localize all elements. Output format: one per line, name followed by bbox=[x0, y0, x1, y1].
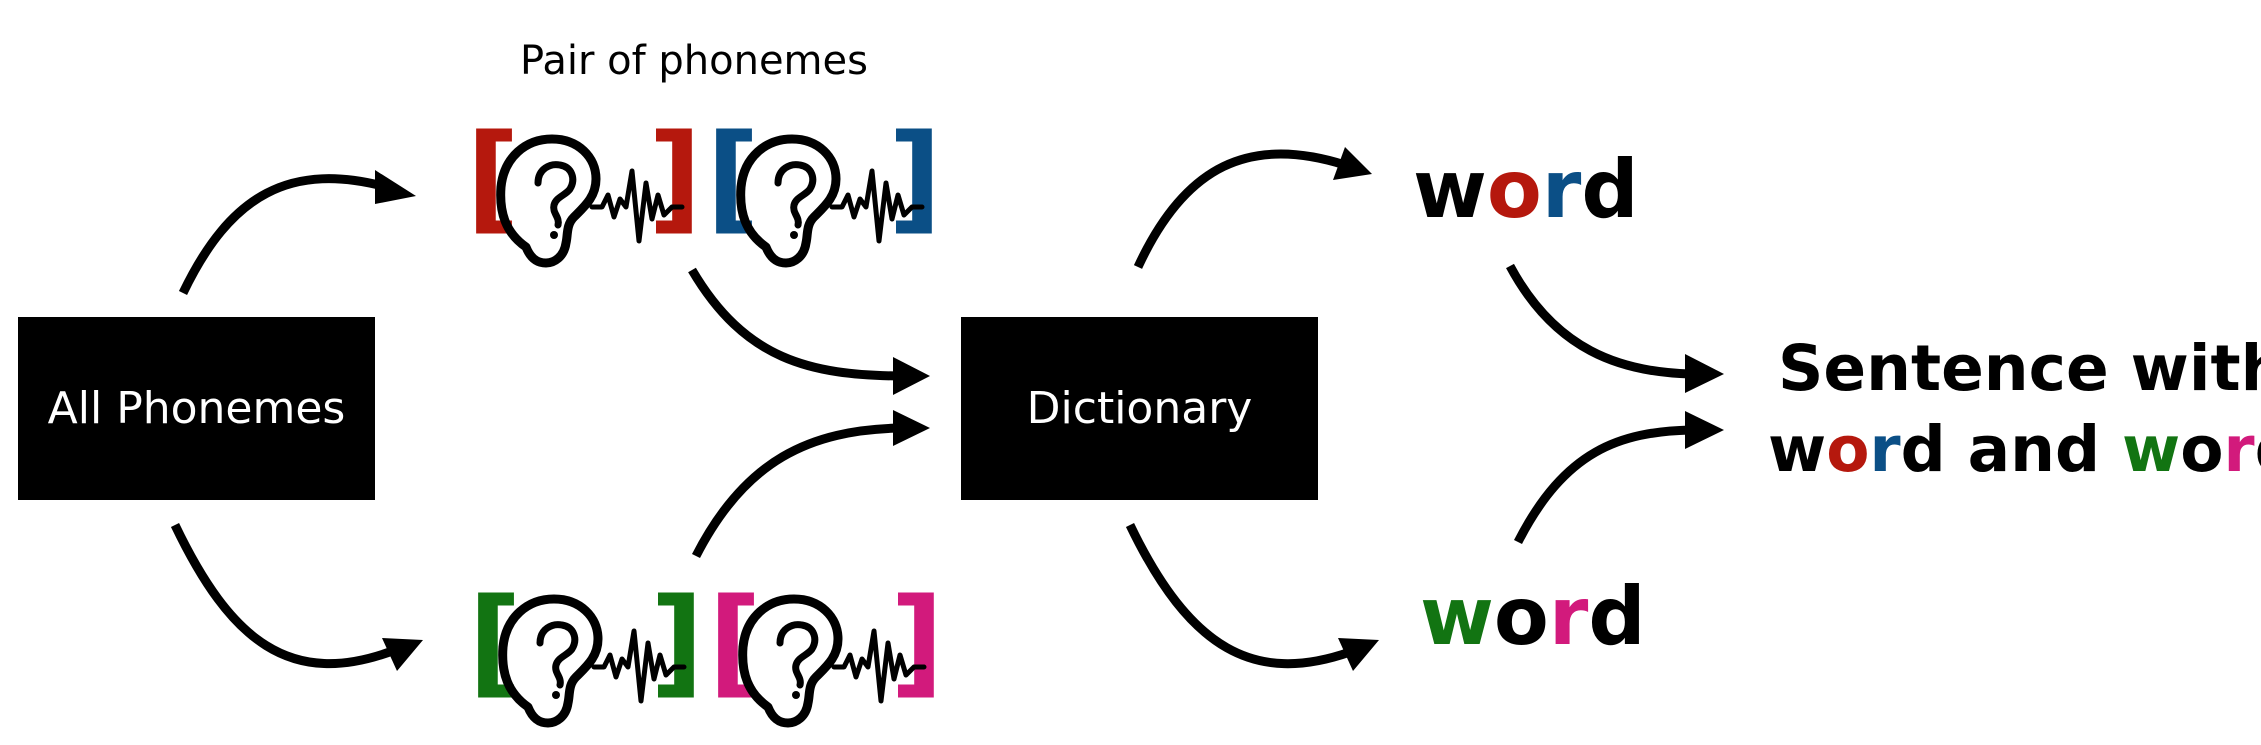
sentence-line-1: Sentence with bbox=[1778, 332, 2261, 405]
arrowhead bbox=[1685, 354, 1724, 393]
sentence-line-2: word and word bbox=[1768, 418, 2261, 481]
word-bottom: word bbox=[1420, 577, 1646, 657]
arrow-bottom-pair-to-dictionary bbox=[691, 423, 901, 559]
arrow-top-pair-to-dictionary bbox=[688, 267, 901, 381]
arrowhead bbox=[1338, 638, 1379, 671]
arrowhead bbox=[1333, 147, 1372, 180]
all-phonemes-node: All Phonemes bbox=[18, 317, 375, 500]
arrow-dictionary-to-top-word bbox=[1133, 149, 1347, 269]
arrow-all-to-bottom-pair bbox=[170, 523, 397, 669]
letter: w bbox=[1420, 570, 1494, 663]
arrowhead bbox=[893, 410, 930, 446]
letter: r bbox=[1548, 570, 1589, 663]
letter: d bbox=[1588, 570, 1646, 663]
dictionary-node: Dictionary bbox=[961, 317, 1318, 500]
arrowhead bbox=[1685, 411, 1724, 449]
bracket-close-blue: ] bbox=[888, 108, 942, 246]
sentence-and: and bbox=[1967, 413, 2101, 486]
arrow-dictionary-to-bottom-word bbox=[1125, 523, 1352, 669]
dictionary-label: Dictionary bbox=[1026, 383, 1253, 434]
arrowhead bbox=[893, 357, 930, 395]
sentence-word-1: word bbox=[1768, 413, 1946, 486]
bracket-close-green: ] bbox=[650, 572, 704, 710]
sentence-word-2: word bbox=[2122, 413, 2261, 486]
letter: d bbox=[1581, 143, 1639, 236]
letter: o bbox=[1493, 570, 1549, 663]
bracket-close-pink: ] bbox=[890, 572, 944, 710]
arrow-all-to-top-pair bbox=[178, 174, 392, 295]
pair-of-phonemes-caption: Pair of phonemes bbox=[520, 38, 868, 84]
arrowhead bbox=[382, 638, 423, 671]
letter: r bbox=[1541, 143, 1582, 236]
letter: w bbox=[1413, 143, 1487, 236]
arrow-top-word-to-sentence bbox=[1506, 263, 1691, 379]
all-phonemes-label: All Phonemes bbox=[47, 383, 346, 434]
word-top: word bbox=[1413, 150, 1639, 230]
letter: o bbox=[1486, 143, 1542, 236]
arrow-bottom-word-to-sentence bbox=[1513, 425, 1691, 545]
arrowhead bbox=[375, 170, 416, 204]
bracket-close-red: ] bbox=[648, 108, 702, 246]
